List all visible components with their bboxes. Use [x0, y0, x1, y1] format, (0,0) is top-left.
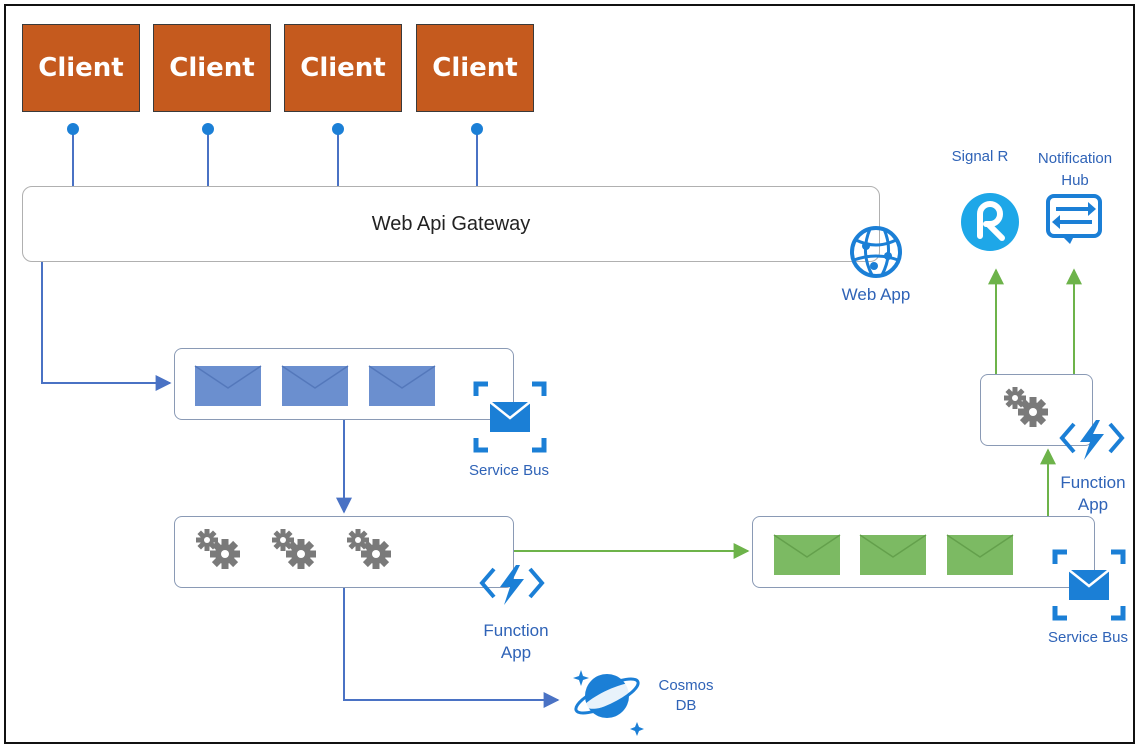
function-app-right-label: Function App	[1046, 472, 1140, 516]
message-envelope-icon	[281, 365, 349, 407]
arrow-gateway-to-servicebus	[41, 262, 172, 391]
service-bus-right-label: Service Bus	[1047, 629, 1129, 646]
message-envelope-icon	[368, 365, 436, 407]
notification-hub-label-line2: Hub	[1061, 172, 1089, 189]
function-app-main-label-line2: App	[500, 643, 532, 662]
function-app-icon	[480, 563, 544, 607]
gears-icon	[196, 529, 240, 569]
web-app-icon	[850, 226, 902, 278]
client-box-1: Client	[22, 24, 140, 112]
signalr-icon	[961, 193, 1019, 251]
client-connectors	[67, 123, 483, 186]
web-api-gateway-label: Web Api Gateway	[371, 212, 531, 235]
gears-icon	[1004, 387, 1048, 427]
notification-hub-label-line1: Notification	[1037, 150, 1113, 167]
message-envelope-icon	[194, 365, 262, 407]
web-app-label: Web App	[841, 285, 911, 304]
cosmos-db-icon	[573, 670, 644, 736]
cosmos-db-label-line1: Cosmos	[658, 677, 714, 694]
service-bus-icon	[1055, 552, 1123, 618]
function-app-main-label-line1: Function	[483, 621, 549, 640]
message-envelope-icon	[946, 534, 1014, 576]
gears-icon	[347, 529, 391, 569]
cosmos-db-label-line2: DB	[675, 697, 697, 714]
service-bus-top-label: Service Bus	[468, 462, 550, 479]
message-envelope-icon	[859, 534, 927, 576]
client-box-2: Client	[153, 24, 271, 112]
function-app-right-label-line2: App	[1077, 495, 1109, 514]
cosmos-db-label: Cosmos DB	[656, 676, 716, 716]
signalr-label: Signal R	[951, 148, 1009, 165]
message-envelope-icon	[773, 534, 841, 576]
notification-hub-label: Notification Hub	[1022, 148, 1128, 192]
notification-hub-icon	[1046, 194, 1102, 244]
function-app-right-label-line1: Function	[1060, 473, 1126, 492]
gears-icon	[272, 529, 316, 569]
arrow-function-to-cosmos	[343, 588, 560, 708]
client-box-3: Client	[284, 24, 402, 112]
service-bus-icon	[476, 384, 544, 450]
function-app-main-label: Function App	[466, 620, 566, 664]
web-api-gateway: Web Api Gateway	[22, 186, 880, 262]
client-box-4: Client	[416, 24, 534, 112]
function-app-icon	[1060, 418, 1124, 462]
